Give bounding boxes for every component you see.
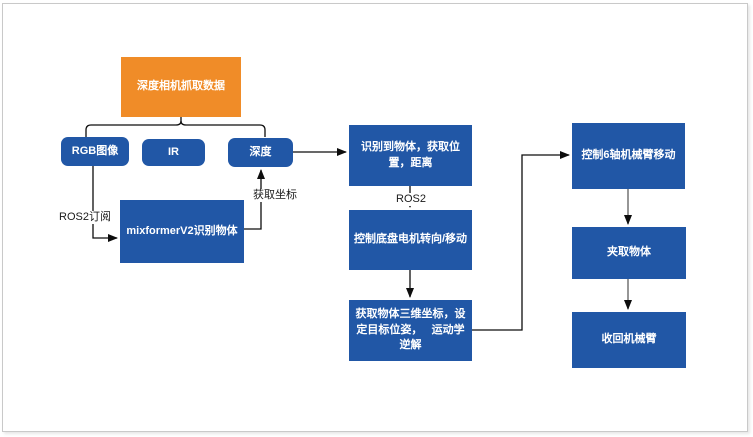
node-chassis-motor-control: 控制底盘电机转向/移动 — [349, 210, 472, 270]
node-6axis-arm-move: 控制6轴机械臂移动 — [572, 123, 685, 189]
edge-label-ros2-subscribe: ROS2订阅 — [58, 211, 112, 225]
edge-label-ros2: ROS2 — [395, 193, 427, 207]
node-grip-object: 夹取物体 — [572, 227, 686, 279]
node-ir: IR — [142, 139, 205, 166]
edge-label-get-coordinates: 获取坐标 — [252, 189, 298, 203]
node-3d-coords-inverse-kinematics: 获取物体三维坐标，设定目标位姿， 运动学逆解 — [349, 300, 472, 361]
node-rgb-image: RGB图像 — [61, 137, 129, 166]
node-mixformer-v2-recognize: mixformerV2识别物体 — [120, 200, 244, 263]
node-depth: 深度 — [228, 138, 293, 167]
node-retract-arm: 收回机械臂 — [572, 312, 686, 368]
node-depth-camera-capture: 深度相机抓取数据 — [121, 57, 241, 117]
node-object-detected-position: 识别到物体，获取位置，距离 — [349, 125, 472, 186]
